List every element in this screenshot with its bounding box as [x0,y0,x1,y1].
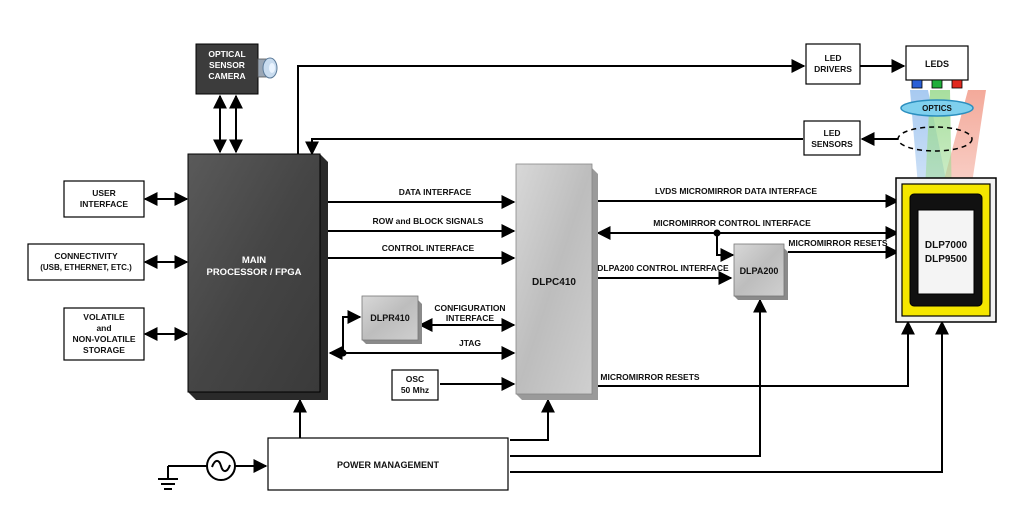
red-led [951,79,963,89]
camera-label-1: OPTICAL [208,49,245,59]
led-sensors-label-2: SENSORS [811,139,853,149]
storage-label-4: STORAGE [83,345,125,355]
led-drivers-link [297,59,806,154]
jtag-label: JTAG [459,338,481,348]
dmd-block: DLP7000 DLP9500 [895,177,997,323]
configuration-interface-label-1: CONFIGURATION [434,303,505,313]
lvds-micromirror-data-interface-label: LVDS MICROMIRROR DATA INTERFACE [655,186,817,196]
connections [143,59,949,478]
leds-block: LEDS [905,45,969,89]
dlpc410-block: DLPC410 [515,163,598,400]
configuration-interface-label-2: INTERFACE [446,313,495,323]
jtag-junction-dot [339,349,347,357]
main-processor-label-1: MAIN [242,255,266,266]
optics-label: OPTICS [922,104,952,113]
power-dlpc410-link [510,398,555,441]
main-processor-label-2: PROCESSOR / FPGA [206,267,301,278]
camera-label-3: CAMERA [208,71,245,81]
power-dmd-link [510,320,949,473]
connectivity-block: CONNECTIVITY (USB, ETHERNET, ETC.) [27,243,145,281]
led-drivers-label-1: LED [825,53,842,63]
micromirror-control-interface-label: MICROMIRROR CONTROL INTERFACE [653,218,811,228]
camera-label-2: SENSOR [209,60,245,70]
user-interface-label-1: USER [92,188,116,198]
ground-icon [158,478,178,490]
led-sensors-label-1: LED [824,128,841,138]
jtag-dlpr-link [342,310,362,353]
storage-label-1: VOLATILE [83,312,125,322]
dlpc410-label: DLPC410 [532,277,576,288]
signal-labels: DATA INTERFACE ROW and BLOCK SIGNALS CON… [373,186,888,382]
dlpc410-resets-link [598,320,915,387]
osc-label-1: OSC [406,374,424,384]
osc-label-2: 50 Mhz [401,385,429,395]
osc-block: OSC 50 Mhz [391,369,439,401]
dlpa200-control-interface-label: DLPA200 CONTROL INTERFACE [597,263,729,273]
micromirror-resets-dlpa200-label: MICROMIRROR RESETS [788,238,888,248]
ac-source-icon [206,451,236,481]
data-interface-label: DATA INTERFACE [399,187,472,197]
sensed-light-ellipse [897,126,973,152]
led-drivers-label-2: DRIVERS [814,64,852,74]
control-junction-dot [713,229,721,237]
dlpa200-label: DLPA200 [740,266,779,276]
power-management-block: POWER MANAGEMENT [267,437,509,491]
micromirror-resets-dlpc410-label: MICROMIRROR RESETS [600,372,700,382]
green-led [931,79,943,89]
power-dlpa200-link [510,298,767,457]
leds-label: LEDS [925,59,949,69]
dlpr410-block: DLPR410 [361,295,422,344]
dmd-label-1: DLP7000 [925,240,968,251]
storage-label-2: and [96,323,111,333]
control-to-dlpa200-link [716,233,735,262]
control-interface-label: CONTROL INTERFACE [382,243,475,253]
optical-sensor-camera-block: OPTICAL SENSOR CAMERA [195,43,259,95]
led-sensors-block: LED SENSORS [803,120,861,156]
dlpa200-block: DLPA200 [733,243,788,300]
dmd-label-2: DLP9500 [925,254,968,265]
row-block-signals-label: ROW and BLOCK SIGNALS [373,216,484,226]
camera-lens-icon [257,57,278,79]
user-interface-block: USER INTERFACE [63,180,145,218]
user-interface-label-2: INTERFACE [80,199,129,209]
led-drivers-block: LED DRIVERS [805,43,861,85]
storage-block: VOLATILE and NON-VOLATILE STORAGE [63,307,145,361]
main-processor-block: MAIN PROCESSOR / FPGA [187,153,328,400]
optics-lens: OPTICS [900,99,974,117]
connectivity-label-1: CONNECTIVITY [54,251,118,261]
dlpr410-label: DLPR410 [370,313,410,323]
connectivity-label-2: (USB, ETHERNET, ETC.) [40,263,132,272]
power-management-label: POWER MANAGEMENT [337,460,439,470]
storage-label-3: NON-VOLATILE [72,334,135,344]
led-sensors-link [305,138,803,156]
blue-led [911,79,923,89]
